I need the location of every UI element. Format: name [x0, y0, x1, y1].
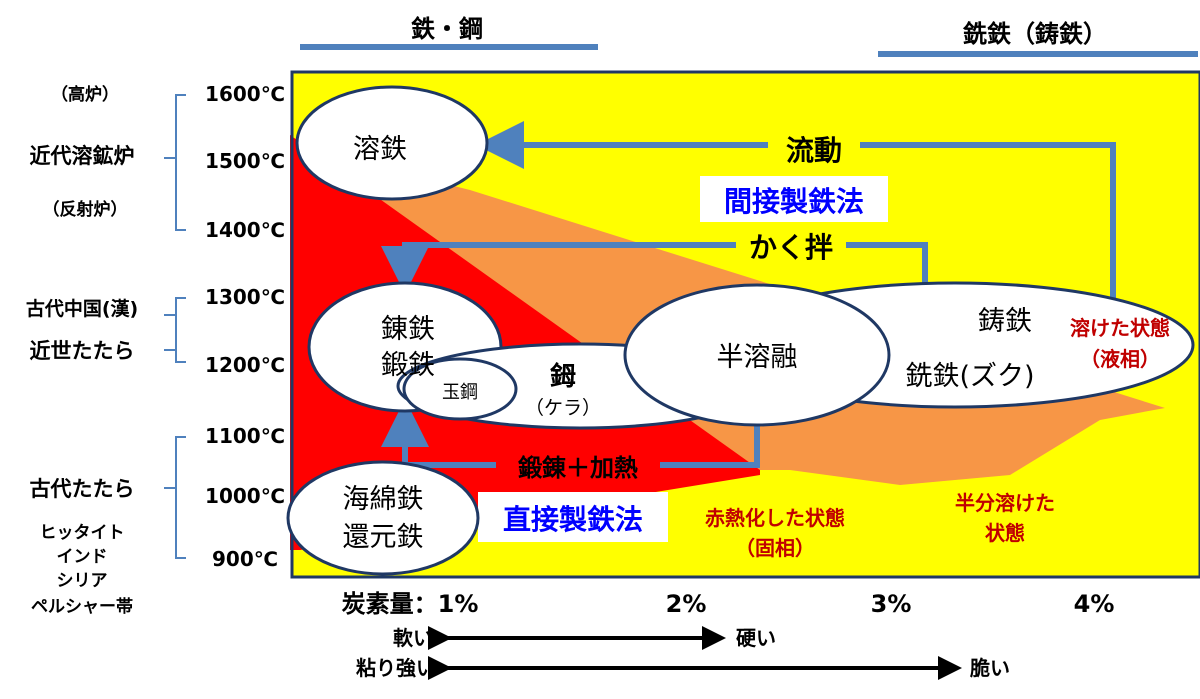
stirring-arrow	[381, 242, 928, 294]
furnace-blast: （高炉）	[51, 84, 119, 105]
temp-1600: 1600℃	[205, 82, 285, 106]
furnace-ancient-china: 古代中国(漢)	[26, 297, 138, 320]
temp-1500: 1500℃	[205, 149, 285, 173]
plot-border	[290, 70, 1200, 579]
label-soft: 軟い	[393, 626, 433, 650]
text-semi-molten: 半溶融	[717, 342, 798, 373]
flow-label-bg	[768, 130, 860, 166]
temp-1400: 1400℃	[205, 218, 285, 242]
label-hard: 硬い	[736, 626, 776, 650]
region-india: インド	[57, 547, 108, 567]
region-hittite: ヒッタイト	[40, 523, 125, 543]
text-kera-reading: （ケラ）	[525, 397, 601, 419]
furnace-reverberatory: （反射炉）	[43, 199, 128, 220]
text-pig-iron: 銑鉄(ズク)	[905, 361, 1034, 392]
text-sponge-iron: 海綿鉄	[343, 484, 424, 515]
flow-arrow	[476, 121, 1116, 300]
temp-1100: 1100℃	[205, 424, 285, 448]
label-tough: 粘り強い	[356, 656, 436, 680]
temp-1300: 1300℃	[205, 285, 285, 309]
node-sponge-iron	[286, 460, 480, 576]
furnace-early-modern-tatara: 近世たたら	[30, 339, 135, 363]
label-forging-heating: 鍛錬＋加熱	[518, 454, 638, 482]
temp-900: 900℃	[212, 547, 278, 571]
header-steel: 鉄・鋼	[411, 15, 483, 43]
furnace-modern: 近代溶鉱炉	[30, 144, 135, 168]
region-persia: ペルシャー帯	[31, 596, 133, 617]
text-molten-iron: 溶鉄	[353, 134, 407, 165]
node-semi-molten	[623, 283, 891, 427]
text-cast-iron: 鋳鉄	[978, 306, 1032, 337]
label-half-melted-state: 状態	[985, 521, 1025, 545]
node-molten-iron	[295, 85, 489, 201]
carbon-tick-4: 4%	[1074, 590, 1115, 618]
label-indirect-method: 間接製鉄法	[724, 185, 864, 218]
temp-1000: 1000℃	[205, 484, 285, 508]
carbon-tick-2: 2%	[666, 590, 707, 618]
indirect-label-bg	[700, 176, 888, 222]
carbon-tick-3: 3%	[871, 590, 912, 618]
label-brittle: 脆い	[970, 656, 1010, 680]
furnace-ancient-tatara: 古代たたら	[30, 477, 135, 501]
label-red-hot-state: 赤熱化した状態	[705, 506, 845, 530]
stirring-label-bg	[736, 229, 846, 265]
text-reduced-iron: 還元鉄	[343, 522, 424, 553]
node-tamahagane	[402, 357, 518, 421]
direct-label-bg	[478, 492, 668, 542]
label-direct-method: 直接製鉄法	[503, 503, 643, 536]
text-tamahagane: 玉鋼	[442, 382, 478, 403]
header-cast-iron: 銑鉄（鋳鉄）	[962, 20, 1107, 48]
temperature-axis: 1600℃ 1500℃ 1400℃ 1300℃ 1200℃ 1100℃ 1000…	[205, 82, 285, 571]
brace-ancient	[164, 436, 186, 559]
brace-medieval	[164, 297, 186, 363]
nodes	[286, 85, 1195, 576]
temp-1200: 1200℃	[205, 353, 285, 377]
text-forged-iron: 鍛鉄	[381, 350, 435, 381]
text-wrought-iron: 錬鉄	[381, 314, 435, 345]
label-stirring: かく拌	[749, 231, 833, 264]
brace-modern	[164, 94, 186, 231]
text-kera: 鉧	[550, 361, 576, 392]
carbon-axis-label: 炭素量：1%	[342, 590, 479, 618]
label-melted-state: 溶けた状態	[1070, 316, 1170, 340]
label-half-melted: 半分溶けた	[955, 491, 1055, 515]
region-syria: シリア	[57, 571, 108, 591]
label-liquid-phase: （液相）	[1080, 347, 1160, 371]
label-solid-phase: （固相）	[735, 536, 815, 560]
forging-label-bg	[496, 450, 660, 482]
label-flow: 流動	[786, 134, 842, 167]
